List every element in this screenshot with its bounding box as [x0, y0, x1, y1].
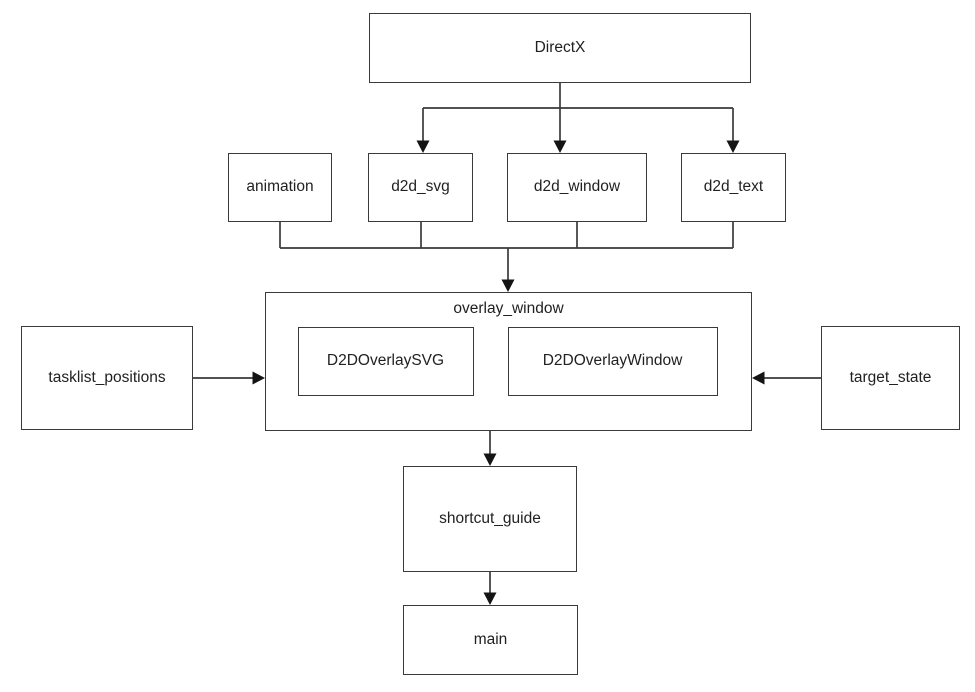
node-d2d-overlay-window-label: D2DOverlayWindow	[542, 351, 683, 369]
node-d2d-svg-label: d2d_svg	[391, 178, 450, 196]
arrowhead-into-overlay-window-right	[752, 371, 765, 385]
connector-shortcut-guide-to-main	[483, 572, 497, 605]
node-d2d-overlay-svg: D2DOverlaySVG	[297, 326, 474, 396]
node-d2d-svg: d2d_svg	[368, 153, 473, 222]
node-directx-label: DirectX	[534, 38, 586, 56]
node-d2d-text: d2d_text	[681, 153, 786, 222]
node-overlay-window: overlay_window D2DOverlaySVG D2DOverlayW…	[265, 292, 752, 431]
node-tasklist-positions: tasklist_positions	[21, 326, 193, 430]
node-main: main	[403, 605, 578, 675]
arrowhead-into-overlay-window-top	[501, 279, 515, 292]
node-main-label: main	[473, 630, 508, 648]
connector-overlay-window-to-shortcut-guide	[483, 431, 497, 466]
arrowhead-into-main	[483, 592, 497, 605]
node-d2d-overlay-svg-label: D2DOverlaySVG	[326, 351, 445, 369]
node-target-state-label: target_state	[849, 368, 932, 386]
node-directx: DirectX	[369, 13, 751, 83]
arrowhead-into-shortcut-guide	[483, 453, 497, 466]
connector-directx-to-d2d-modules	[416, 83, 740, 153]
node-d2d-window-label: d2d_window	[533, 178, 621, 196]
node-overlay-window-label: overlay_window	[453, 300, 564, 317]
node-d2d-window: d2d_window	[507, 153, 647, 222]
arrowhead-into-d2d_window	[553, 140, 567, 153]
arrowhead-into-overlay-window-left	[252, 371, 265, 385]
node-shortcut-guide-label: shortcut_guide	[439, 509, 541, 527]
node-animation-label: animation	[246, 178, 314, 196]
arrowhead-into-d2d_text	[726, 140, 740, 153]
node-shortcut-guide: shortcut_guide	[403, 466, 577, 572]
node-d2d-text-label: d2d_text	[703, 178, 764, 196]
connector-target-state-to-overlay-window	[752, 371, 821, 385]
connector-modules-to-overlay-window	[279, 222, 734, 292]
arrowhead-into-d2d_svg	[416, 140, 430, 153]
node-target-state: target_state	[821, 326, 960, 430]
node-tasklist-positions-label: tasklist_positions	[48, 368, 166, 386]
node-animation: animation	[228, 153, 332, 222]
node-d2d-overlay-window: D2DOverlayWindow	[507, 326, 718, 396]
connector-tasklist-positions-to-overlay-window	[193, 371, 265, 385]
